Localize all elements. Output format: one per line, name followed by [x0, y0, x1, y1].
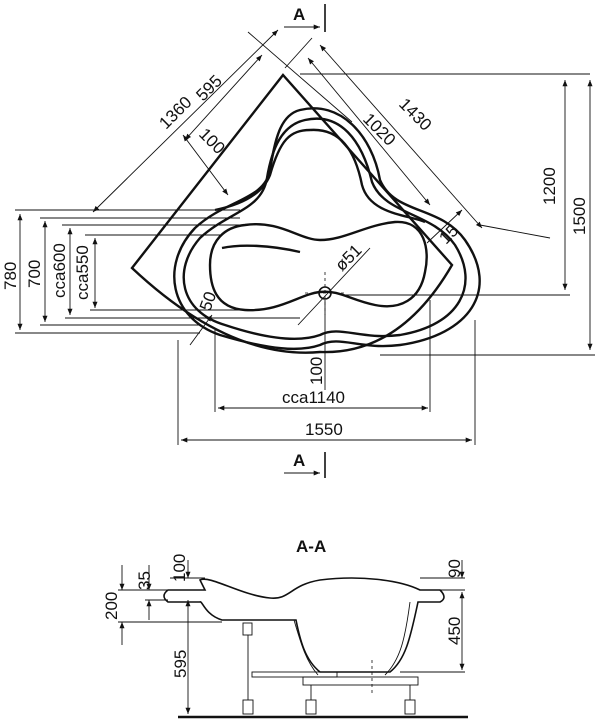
dim-200: 200	[102, 592, 121, 620]
dim-595: 595	[171, 650, 190, 678]
dim-cca1140: cca1140	[282, 388, 345, 407]
dim-1500: 1500	[570, 197, 589, 235]
dim-1550: 1550	[305, 420, 343, 439]
plan-view: A A	[1, 4, 595, 478]
tub-profile	[163, 577, 445, 673]
dim-1430: 1430	[395, 94, 435, 134]
section-title: A-A	[296, 537, 326, 556]
section-mark-top: A	[293, 5, 305, 24]
section-view: A-A 35 100 200 595	[102, 537, 468, 719]
section-mark-bottom: A	[293, 451, 305, 470]
dim-15: 15	[435, 221, 462, 248]
dim-90: 90	[445, 559, 464, 578]
tub-outline	[130, 73, 454, 354]
dim-700: 700	[25, 260, 44, 288]
dim-100-offset: 100	[307, 357, 326, 385]
dim-cca600: cca600	[50, 243, 69, 298]
dim-100: 100	[170, 554, 189, 582]
dim-100-rim: 100	[195, 124, 228, 157]
dim-1360: 1360	[155, 93, 195, 133]
dim-drain: ø51	[331, 241, 365, 275]
dim-780: 780	[1, 262, 20, 290]
dim-450: 450	[445, 617, 464, 645]
basin	[208, 220, 428, 312]
dim-35: 35	[135, 571, 154, 590]
dim-cca550: cca550	[73, 245, 92, 300]
support-legs	[242, 622, 416, 715]
dim-1200: 1200	[540, 167, 559, 205]
